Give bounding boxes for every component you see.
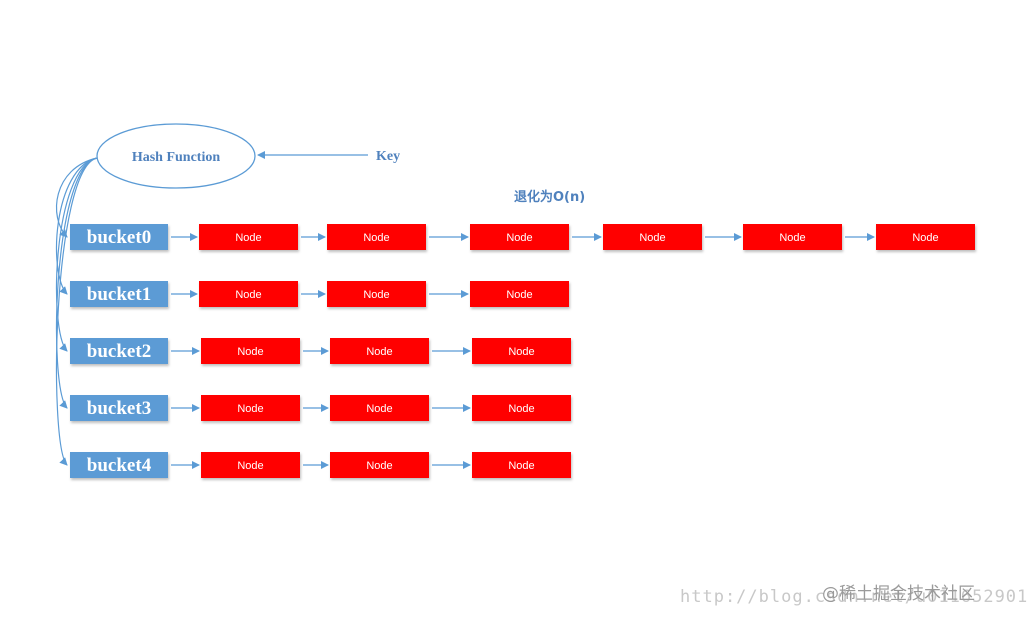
hash-function-label: Hash Function bbox=[132, 150, 221, 165]
hash-curve-arrow-3 bbox=[55, 157, 98, 409]
bucket-label: bucket2 bbox=[87, 341, 151, 362]
bucket-box bbox=[70, 395, 168, 421]
node-label: Node bbox=[508, 460, 534, 472]
node-box bbox=[327, 224, 426, 250]
bucket-label: bucket1 bbox=[87, 284, 151, 305]
node-label: Node bbox=[506, 289, 532, 301]
node-label: Node bbox=[366, 346, 392, 358]
node-box bbox=[330, 452, 429, 478]
node-box bbox=[876, 224, 975, 250]
node-box bbox=[603, 224, 702, 250]
bucket-row-4: bucket4 Node Node Node bbox=[70, 452, 571, 478]
node-box bbox=[201, 338, 300, 364]
bucket-row-3: bucket3 Node Node Node bbox=[70, 395, 571, 421]
hash-curve-arrow-1 bbox=[55, 157, 98, 295]
bucket-label: bucket4 bbox=[87, 455, 152, 476]
node-box bbox=[330, 338, 429, 364]
key-label: Key bbox=[376, 149, 400, 164]
node-label: Node bbox=[363, 232, 389, 244]
node-box bbox=[472, 338, 571, 364]
hash-function: Hash Function bbox=[96, 123, 256, 189]
node-box bbox=[201, 395, 300, 421]
node-label: Node bbox=[639, 232, 665, 244]
node-box bbox=[199, 224, 298, 250]
node-label: Node bbox=[506, 232, 532, 244]
bucket-box bbox=[70, 281, 168, 307]
node-label: Node bbox=[508, 403, 534, 415]
node-label: Node bbox=[779, 232, 805, 244]
bucket-label: bucket3 bbox=[87, 398, 151, 419]
node-label: Node bbox=[366, 403, 392, 415]
node-label: Node bbox=[237, 403, 263, 415]
bucket-label: bucket0 bbox=[87, 227, 151, 248]
hash-curve-arrow-4 bbox=[55, 157, 98, 466]
hash-to-bucket-arrows bbox=[55, 157, 98, 466]
bucket-row-2: bucket2 Node Node Node bbox=[70, 338, 571, 364]
node-box bbox=[472, 452, 571, 478]
node-label: Node bbox=[237, 460, 263, 472]
bucket-row-1: bucket1 Node Node Node bbox=[70, 281, 569, 307]
node-label: Node bbox=[237, 346, 263, 358]
node-label: Node bbox=[366, 460, 392, 472]
node-label: Node bbox=[235, 232, 261, 244]
hash-curve-arrow-2 bbox=[55, 157, 98, 352]
node-box bbox=[201, 452, 300, 478]
node-box bbox=[743, 224, 842, 250]
watermark-url: http://blog.csdn.net/u011652901 bbox=[680, 587, 1028, 607]
node-box bbox=[470, 281, 569, 307]
node-box bbox=[199, 281, 298, 307]
watermark-site: @稀土掘金技术社区 bbox=[822, 584, 975, 604]
bucket-row-0: bucket0 Node Node Node Node Node Node bbox=[70, 224, 975, 250]
bucket-box bbox=[70, 224, 168, 250]
node-box bbox=[472, 395, 571, 421]
bucket-box bbox=[70, 338, 168, 364]
node-box bbox=[470, 224, 569, 250]
node-label: Node bbox=[508, 346, 534, 358]
degrade-annotation: 退化为O(n) bbox=[514, 189, 585, 205]
node-label: Node bbox=[235, 289, 261, 301]
node-label: Node bbox=[363, 289, 389, 301]
node-label: Node bbox=[912, 232, 938, 244]
node-box bbox=[327, 281, 426, 307]
bucket-box bbox=[70, 452, 168, 478]
node-box bbox=[330, 395, 429, 421]
